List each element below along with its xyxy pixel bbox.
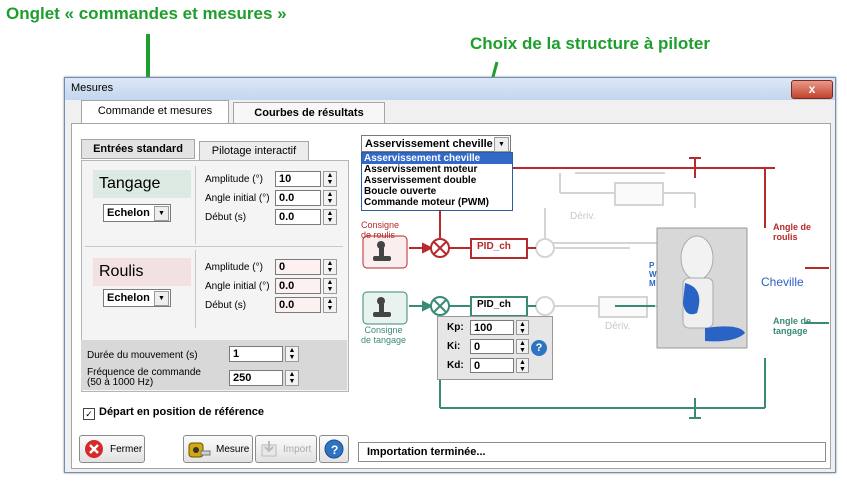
cheville-label: Cheville (761, 275, 804, 289)
status-text: Importation terminée... (367, 446, 486, 458)
tab-commande-et-mesures[interactable]: Commande et mesures (81, 100, 229, 123)
duree-field[interactable]: 1 (229, 346, 283, 362)
tangage-debut-field[interactable]: 0.0 (275, 209, 321, 225)
duree-label: Durée du mouvement (s) (87, 350, 198, 361)
pid-roulis-block[interactable]: PID_ch (477, 241, 511, 252)
close-icon (85, 440, 103, 458)
window-title: Mesures (71, 82, 114, 94)
tangage-amplitude-field[interactable]: 10 (275, 171, 321, 187)
status-bar: Importation terminée... (358, 442, 826, 462)
roulis-amplitude-label: Amplitude (°) (205, 262, 263, 273)
roulis-title: Roulis (93, 258, 191, 286)
tangage-angle-field[interactable]: 0.0 (275, 190, 321, 206)
reference-checkbox-label: Départ en position de référence (99, 406, 265, 418)
help-label: ? (331, 443, 339, 457)
freq-stepper[interactable]: ▲▼ (285, 370, 299, 386)
tangage-debut-stepper[interactable]: ▲▼ (323, 209, 337, 225)
kd-field[interactable]: 0 (470, 358, 514, 373)
freq-range-label: (50 à 1000 Hz) (87, 377, 154, 388)
kp-stepper[interactable]: ▲▼ (516, 320, 529, 335)
subtab-entrees-standard[interactable]: Entrées standard (81, 139, 195, 159)
tab-courbes-de-resultats[interactable]: Courbes de résultats (233, 102, 385, 123)
close-button[interactable]: x (791, 80, 833, 99)
kd-stepper[interactable]: ▲▼ (516, 358, 529, 373)
tangage-debut-label: Début (s) (205, 212, 247, 223)
annotation-tab-label: Onglet « commandes et mesures » (6, 4, 287, 23)
tangage-amplitude-label: Amplitude (°) (205, 174, 263, 185)
pid-tangage-block[interactable]: PID_ch (477, 299, 511, 310)
tangage-angle-label: Angle initial (°) (205, 193, 270, 204)
mesures-window: Mesures x Commande et mesures Courbes de… (64, 77, 836, 473)
divider (195, 166, 196, 244)
mesure-button[interactable]: Mesure (183, 435, 253, 463)
structure-select[interactable]: Asservissement cheville ▼ (361, 135, 511, 152)
structure-option[interactable]: Asservissement moteur (364, 164, 478, 175)
kd-label: Kd: (447, 360, 464, 371)
deriv-block-1: Dériv. (570, 211, 596, 222)
title-bar: Mesures x (65, 78, 835, 100)
freq-field[interactable]: 250 (229, 370, 283, 386)
divider (85, 246, 343, 247)
roulis-debut-stepper[interactable]: ▲▼ (323, 297, 337, 313)
ki-label: Ki: (447, 341, 461, 352)
roulis-debut-field[interactable]: 0.0 (275, 297, 321, 313)
roulis-mode-select[interactable]: Echelon ▼ (103, 289, 171, 307)
structure-selected-value: Asservissement cheville (365, 138, 493, 150)
import-label: Import (283, 444, 312, 455)
chevron-down-icon: ▼ (154, 291, 169, 306)
import-icon (261, 441, 277, 457)
chevron-down-icon: ▼ (154, 206, 169, 221)
structure-option[interactable]: Commande moteur (PWM) (364, 197, 489, 208)
fermer-button[interactable]: Fermer (79, 435, 145, 463)
pid-help-icon[interactable]: ? (531, 340, 547, 356)
deriv-block-2: Dériv. (605, 321, 631, 332)
roulis-debut-label: Début (s) (205, 300, 247, 311)
subtab-pilotage-interactif[interactable]: Pilotage interactif (199, 141, 309, 161)
structure-option[interactable]: Boucle ouverte (364, 186, 437, 197)
ki-field[interactable]: 0 (470, 339, 514, 354)
control-diagram (362, 157, 829, 419)
roulis-amplitude-stepper[interactable]: ▲▼ (323, 259, 337, 275)
tangage-angle-stepper[interactable]: ▲▼ (323, 190, 337, 206)
freq-label: Fréquence de commande (87, 367, 201, 378)
structure-option[interactable]: Asservissement double (364, 175, 477, 186)
mesure-label: Mesure (216, 444, 250, 455)
divider (195, 250, 196, 328)
help-button[interactable]: ? (319, 435, 349, 463)
kp-label: Kp: (447, 322, 464, 333)
structure-option[interactable]: Asservissement cheville (362, 153, 512, 164)
kp-field[interactable]: 100 (470, 320, 514, 335)
reference-checkbox[interactable]: ✓ (83, 408, 95, 420)
import-button[interactable]: Import (255, 435, 317, 463)
fermer-label: Fermer (110, 444, 143, 455)
ki-stepper[interactable]: ▲▼ (516, 339, 529, 354)
tape-measure-icon (188, 442, 211, 458)
tangage-amplitude-stepper[interactable]: ▲▼ (323, 171, 337, 187)
chevron-down-icon: ▼ (494, 137, 509, 152)
roulis-angle-label: Angle initial (°) (205, 281, 270, 292)
annotation-structure-label: Choix de la structure à piloter (470, 34, 710, 53)
roulis-mode-value: Echelon (107, 292, 150, 304)
roulis-angle-field[interactable]: 0.0 (275, 278, 321, 294)
timing-panel (81, 340, 347, 390)
roulis-angle-stepper[interactable]: ▲▼ (323, 278, 337, 294)
help-icon (324, 439, 344, 459)
tangage-mode-select[interactable]: Echelon ▼ (103, 204, 171, 222)
tangage-title: Tangage (93, 170, 191, 198)
duree-stepper[interactable]: ▲▼ (285, 346, 299, 362)
structure-dropdown-list: Asservissement cheville Asservissement m… (361, 152, 513, 211)
roulis-amplitude-field[interactable]: 0 (275, 259, 321, 275)
tangage-mode-value: Echelon (107, 207, 150, 219)
